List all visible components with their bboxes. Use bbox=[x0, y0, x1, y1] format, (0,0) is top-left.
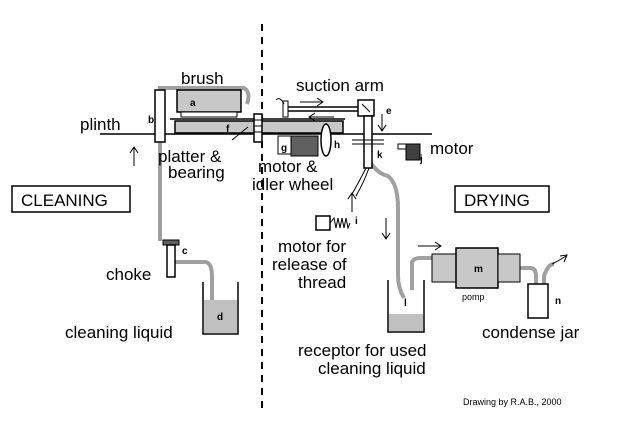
release-motor-i bbox=[315, 215, 331, 231]
pump-out-tube bbox=[520, 266, 538, 286]
label-motor-idler-1: motor & bbox=[258, 157, 318, 176]
letter-a: a bbox=[190, 98, 196, 109]
liquid-tube bbox=[168, 251, 214, 300]
label-receptor-1: receptor for used bbox=[298, 341, 427, 360]
receptor-liquid bbox=[389, 314, 423, 331]
tubes bbox=[158, 86, 555, 300]
pump-m bbox=[455, 247, 499, 289]
motor-j bbox=[405, 143, 421, 161]
condense-jar-n bbox=[527, 283, 549, 319]
choke-stem bbox=[166, 244, 176, 278]
label-motor-release-2: release of bbox=[272, 255, 347, 274]
suction-tube bbox=[368, 160, 406, 300]
brush-bristles bbox=[180, 111, 238, 118]
label-motor-idler-2: idler wheel bbox=[252, 175, 333, 194]
letter-e: e bbox=[386, 106, 392, 117]
letter-c: c bbox=[182, 246, 188, 257]
label-motor-release-1: motor for bbox=[278, 237, 346, 256]
letter-f: f bbox=[226, 124, 230, 135]
label-pomp: pomp bbox=[462, 292, 485, 302]
label-cleaning: CLEANING bbox=[21, 191, 108, 210]
label-motor-release-3: thread bbox=[298, 273, 346, 292]
letter-m: m bbox=[474, 264, 483, 275]
motor-g-body bbox=[290, 135, 319, 157]
letter-h: h bbox=[334, 140, 340, 151]
label-choke: choke bbox=[106, 265, 151, 284]
suction-nozzle bbox=[282, 100, 289, 118]
label-suction-arm: suction arm bbox=[296, 76, 384, 95]
letter-g: g bbox=[281, 143, 287, 154]
label-platter-1: platter & bbox=[158, 147, 222, 166]
brush-column-b bbox=[154, 89, 166, 143]
brush-tube bbox=[158, 86, 251, 105]
receptor-l bbox=[387, 280, 425, 333]
label-brush: brush bbox=[181, 69, 224, 88]
pointer-f bbox=[231, 126, 249, 141]
flow-arrow-up-left bbox=[129, 146, 139, 166]
letter-b: b bbox=[148, 115, 154, 126]
letter-k: k bbox=[377, 150, 383, 161]
thread-line-2 bbox=[355, 167, 370, 197]
thread-line bbox=[351, 167, 367, 195]
pivot-mark bbox=[361, 103, 371, 113]
letter-d: d bbox=[217, 312, 223, 323]
jar-d-liquid bbox=[204, 300, 237, 333]
label-credit: Drawing by R.A.B., 2000 bbox=[463, 397, 562, 407]
label-cleaning-liquid: cleaning liquid bbox=[65, 323, 173, 342]
label-motor: motor bbox=[430, 139, 474, 158]
label-condense-jar: condense jar bbox=[482, 323, 580, 342]
letter-l: l bbox=[404, 298, 407, 309]
flow-arrow-right-pump bbox=[418, 241, 442, 251]
pump-outlet bbox=[497, 253, 521, 283]
letter-n: n bbox=[555, 296, 561, 307]
label-receptor-2: cleaning liquid bbox=[318, 359, 426, 378]
flow-arrow-down-receptor bbox=[381, 218, 391, 240]
suction-curl bbox=[275, 98, 285, 105]
bearing-spindle bbox=[253, 113, 263, 143]
jar-out-tube bbox=[542, 262, 555, 286]
flow-arrow-up-thread bbox=[347, 192, 357, 212]
idler-wheel-h bbox=[320, 123, 332, 157]
jar-d bbox=[202, 282, 239, 335]
pump-in-tube bbox=[410, 256, 432, 290]
cleaning-box bbox=[11, 185, 131, 213]
brush-housing-a bbox=[176, 89, 242, 113]
letter-i: i bbox=[355, 216, 358, 227]
drying-box bbox=[454, 185, 550, 213]
spindle-k bbox=[363, 115, 373, 169]
label-platter-2: bearing bbox=[168, 163, 225, 182]
pump-inlet bbox=[431, 253, 457, 283]
label-plinth: plinth bbox=[80, 115, 121, 134]
flow-arrow-out bbox=[551, 254, 568, 265]
flow-arrows-arm bbox=[300, 97, 387, 132]
label-drying: DRYING bbox=[464, 191, 530, 210]
letter-j: j bbox=[419, 154, 423, 165]
release-spring bbox=[329, 216, 351, 230]
